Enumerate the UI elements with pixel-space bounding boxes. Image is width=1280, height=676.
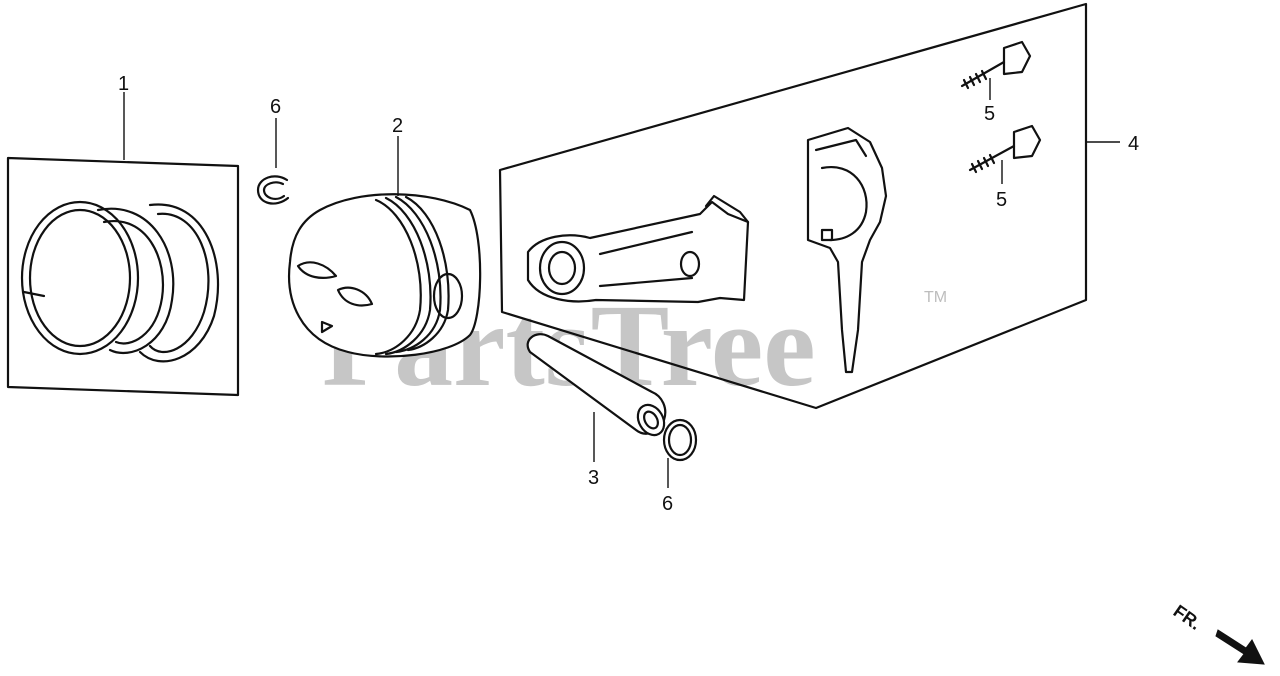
rod-small-end-bore	[547, 250, 577, 286]
callout-5-upper: 5	[984, 103, 995, 125]
bolt-upper-thread	[962, 69, 988, 90]
rod-bolt-lower[interactable]	[968, 124, 1042, 174]
piston-pin-clip-upper[interactable]	[256, 175, 290, 205]
clip-upper-inner	[262, 181, 286, 200]
piston-ring-set[interactable]	[6, 156, 240, 397]
clip-upper-outer	[256, 175, 290, 205]
rod-cap-top-edge	[814, 138, 868, 158]
piston-valve-relief-2	[336, 286, 374, 307]
piston-pin[interactable]	[526, 333, 670, 440]
rod-cap-bearing-arc	[820, 165, 868, 242]
bolt-lower-thread	[970, 153, 996, 174]
callout-6-upper: 6	[270, 96, 281, 118]
ring-1-inner	[28, 208, 132, 348]
bolt-upper-head	[1002, 40, 1032, 76]
front-direction-marker: FR.	[1170, 601, 1265, 665]
piston-ring-groove-1	[374, 198, 422, 356]
piston-ring-groove-4	[404, 195, 450, 352]
piston-valve-relief-1	[296, 261, 338, 279]
rod-set-box	[498, 2, 1088, 410]
ring-3	[138, 203, 220, 363]
ring-set-box	[6, 156, 240, 397]
fr-arrow-icon	[1215, 629, 1265, 665]
rod-oil-hole	[679, 250, 701, 278]
watermark-trademark: TM	[924, 289, 947, 306]
bolt-lower-head	[1012, 124, 1042, 160]
piston-arrow-mark	[320, 320, 334, 334]
rod-cap	[806, 126, 888, 374]
ring-3-inner	[148, 212, 210, 354]
callout-2: 2	[392, 115, 403, 137]
callout-6-lower: 6	[662, 493, 673, 515]
ring-2	[96, 207, 175, 355]
piston-pin-boss	[432, 272, 464, 320]
ring-1	[20, 200, 140, 356]
piston-ring-groove-2	[384, 196, 432, 356]
fr-label: FR.	[1170, 601, 1205, 634]
rod-web-line-1	[598, 230, 694, 256]
callout-5-lower: 5	[996, 189, 1007, 211]
callout-1: 1	[118, 73, 129, 95]
piston-pin-clip-lower[interactable]	[662, 418, 698, 462]
rod-small-end	[538, 240, 586, 296]
rod-web-line-2	[598, 276, 694, 288]
clip-lower-inner	[667, 423, 693, 457]
pin-end	[636, 403, 666, 437]
callout-3: 3	[588, 467, 599, 489]
piston[interactable]	[288, 193, 482, 358]
rod-big-end-cap-line	[704, 194, 750, 224]
connecting-rod-set[interactable]: 5 5	[498, 2, 1088, 410]
rod-cap-bolt-hole	[820, 228, 834, 242]
piston-ring-groove-3	[394, 195, 442, 354]
callout-4: 4	[1128, 133, 1139, 155]
pin-bore	[643, 410, 659, 430]
ring-2-inner	[102, 219, 165, 345]
rod-bolt-upper[interactable]	[960, 40, 1032, 90]
piston-body	[288, 193, 482, 358]
clip-lower-outer	[662, 418, 698, 462]
ring-gap	[22, 290, 46, 298]
